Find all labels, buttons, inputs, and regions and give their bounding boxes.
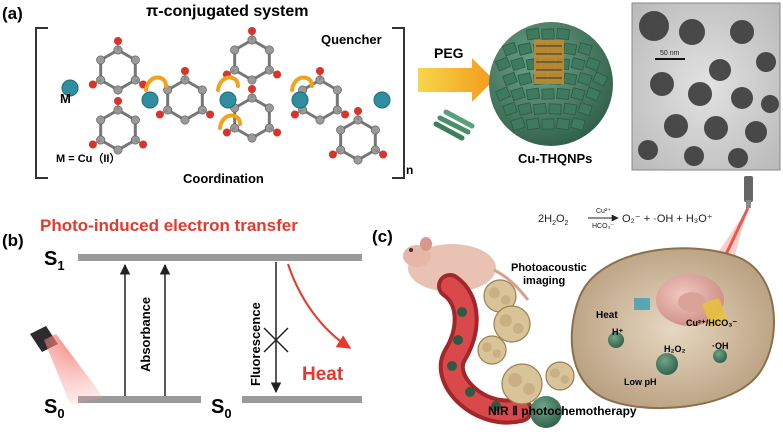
light-source-icon	[30, 326, 104, 404]
panel-c-label: (c)	[372, 227, 393, 246]
therapy-label: NIR Ⅱ photochemotherapy	[488, 404, 637, 418]
heat-arrow	[287, 263, 352, 349]
coordination-label: Coordination	[183, 171, 264, 186]
svg-text:HCO₃⁻: HCO₃⁻	[592, 223, 614, 230]
absorbance-label: Absorbance	[138, 297, 153, 372]
metal-label: M	[60, 91, 71, 106]
s0-left-level	[78, 396, 201, 403]
pi-conjugated-title: π-conjugated system	[146, 3, 309, 20]
tumor-clusters	[477, 279, 575, 405]
s0-right-level	[242, 396, 362, 403]
right-bracket	[392, 27, 405, 179]
cu-hco3-label: Cu²⁺/HCO₃⁻	[686, 318, 737, 328]
subscript-n: n	[406, 163, 413, 177]
panel-a: (a) π-conjugated system n M Quencher M =…	[2, 2, 781, 186]
s1-label: S1	[44, 248, 65, 273]
nanoparticle-sphere	[489, 22, 613, 146]
fluorescence-label: Fluorescence	[248, 302, 263, 386]
hplus-label: H⁺	[612, 327, 623, 337]
svg-text:Cu²⁺: Cu²⁺	[596, 208, 611, 215]
low-ph-label: Low pH	[624, 377, 657, 387]
tem-image: 50 nm	[631, 2, 781, 171]
blood-vessel	[437, 273, 533, 425]
imaging-label: imaging	[523, 275, 565, 287]
molecule-chain	[61, 27, 391, 165]
quencher-label: Quencher	[321, 32, 382, 47]
blocked-cross-icon	[263, 327, 289, 353]
photoacoustic-label: Photoacoustic	[511, 262, 587, 274]
peg-label: PEG	[434, 45, 464, 61]
peg-chains-icon	[433, 109, 475, 141]
panel-b-label: (b)	[2, 231, 24, 250]
pet-title: Photo-induced electron transfer	[40, 216, 298, 235]
mouse-illustration	[403, 237, 530, 301]
peg-arrow	[418, 58, 494, 102]
tem-scale-bar: 50 nm	[660, 50, 680, 57]
oh-label: ·OH	[712, 341, 729, 351]
reaction-equation: 2H2O2 Cu²⁺ HCO₃⁻ O₂⁻ + ·OH + H₃O⁺	[538, 208, 713, 230]
svg-text:O₂⁻ + ·OH + H₃O⁺: O₂⁻ + ·OH + H₃O⁺	[622, 213, 713, 225]
nanoparticle-label: Cu-THQNPs	[518, 151, 592, 166]
h2o2-label: H₂O₂	[664, 344, 686, 354]
s0-left-label: S0	[44, 396, 65, 421]
tumor-cell	[570, 247, 775, 410]
s1-level	[78, 254, 362, 261]
panel-c: (c) 2H2O2 Cu²⁺ HCO₃⁻ O₂⁻ + ·OH + H₃O⁺	[372, 176, 775, 428]
cell-heat-label: Heat	[596, 310, 618, 321]
metal-definition: M = Cu（II）	[56, 152, 120, 165]
svg-text:2H2O2: 2H2O2	[538, 213, 569, 227]
panel-b: (b) Photo-induced electron transfer S1 S…	[2, 216, 362, 421]
left-bracket	[35, 27, 48, 179]
s0-right-label: S0	[211, 396, 232, 421]
heat-label: Heat	[302, 364, 344, 385]
panel-a-label: (a)	[2, 4, 23, 23]
